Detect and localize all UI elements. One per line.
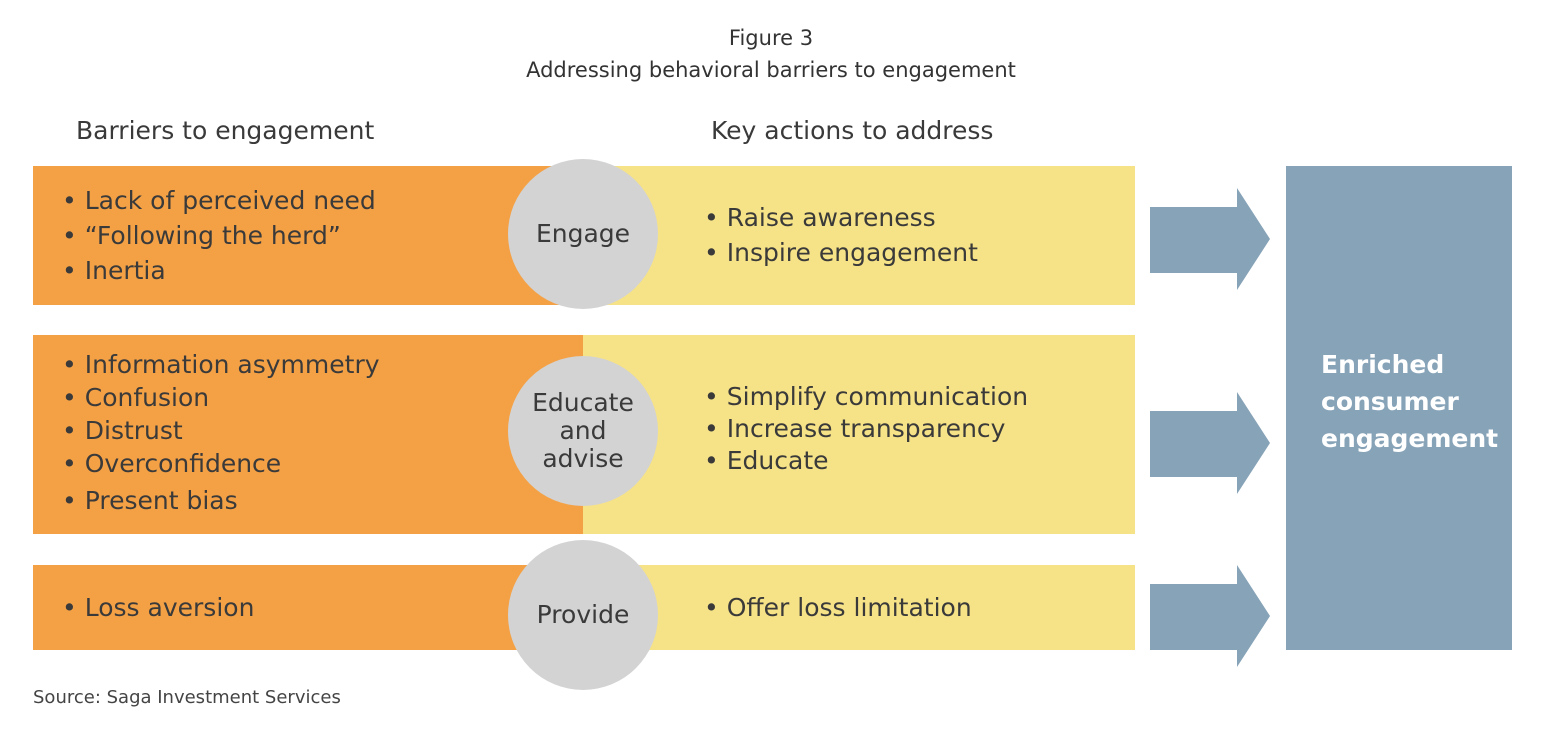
row-1-actions-list: Raise awareness Inspire engagement bbox=[704, 200, 978, 270]
row-3-actions-list: Offer loss limitation bbox=[704, 590, 972, 625]
action-item: Inspire engagement bbox=[704, 235, 978, 270]
barrier-item: Distrust bbox=[62, 414, 380, 447]
figure-label: Figure 3 bbox=[728, 26, 814, 50]
stage-label: Provide bbox=[536, 600, 630, 629]
row-1-barriers-list: Lack of perceived need “Following the he… bbox=[62, 183, 376, 288]
barrier-item: “Following the herd” bbox=[62, 218, 376, 253]
barrier-item: Present bias bbox=[62, 484, 380, 517]
source-note: Source: Saga Investment Services bbox=[33, 687, 341, 708]
figure-title: Addressing behavioral barriers to engage… bbox=[526, 58, 1016, 82]
barrier-item: Loss aversion bbox=[62, 590, 255, 625]
outcome-box: Enriched consumer engagement bbox=[1286, 166, 1512, 650]
barrier-item: Lack of perceived need bbox=[62, 183, 376, 218]
arrow-right-icon bbox=[1150, 188, 1270, 290]
action-item: Educate bbox=[704, 445, 1028, 477]
row-3-barriers-list: Loss aversion bbox=[62, 590, 255, 625]
barrier-item: Overconfidence bbox=[62, 447, 380, 480]
actions-column-heading: Key actions to address bbox=[711, 116, 994, 145]
stage-label: Educate and advise bbox=[532, 388, 634, 473]
row-2-barriers-list: Information asymmetry Confusion Distrust… bbox=[62, 348, 380, 517]
stage-label: Engage bbox=[535, 219, 631, 248]
row-2-actions-list: Simplify communication Increase transpar… bbox=[704, 381, 1028, 477]
action-item: Offer loss limitation bbox=[704, 590, 972, 625]
barrier-item: Inertia bbox=[62, 253, 376, 288]
stage-circle-educate-and-advise: Educate and advise bbox=[508, 356, 658, 506]
stage-circle-engage: Engage bbox=[508, 159, 658, 309]
action-item: Simplify communication bbox=[704, 381, 1028, 413]
barriers-column-heading: Barriers to engagement bbox=[76, 116, 375, 145]
barrier-item: Information asymmetry bbox=[62, 348, 380, 381]
arrow-right-icon bbox=[1150, 565, 1270, 667]
barrier-item: Confusion bbox=[62, 381, 380, 414]
action-item: Raise awareness bbox=[704, 200, 978, 235]
stage-circle-provide: Provide bbox=[508, 540, 658, 690]
arrow-right-icon bbox=[1150, 392, 1270, 494]
figure-title-block: Figure 3 Addressing behavioral barriers … bbox=[0, 22, 1542, 86]
outcome-label: Enriched consumer engagement bbox=[1321, 350, 1499, 453]
action-item: Increase transparency bbox=[704, 413, 1028, 445]
